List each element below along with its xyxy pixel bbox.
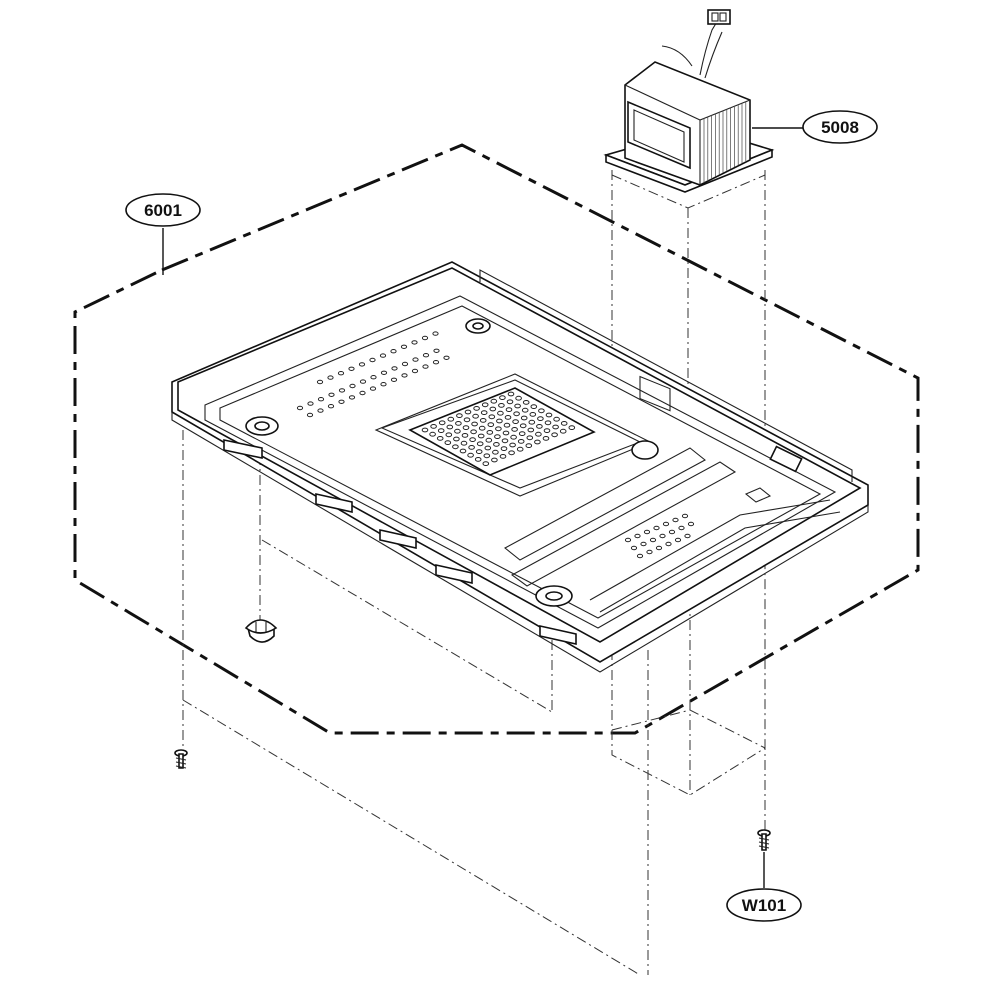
front-tabs xyxy=(223,439,577,645)
callout-w101: W101 xyxy=(726,852,802,922)
callout-w101-label: W101 xyxy=(742,896,786,915)
mounting-bosses xyxy=(245,318,803,607)
base-plate xyxy=(171,261,869,673)
screw-left xyxy=(174,749,188,769)
callout-6001-label: 6001 xyxy=(144,201,182,220)
screw-right xyxy=(757,829,771,851)
callout-5008-label: 5008 xyxy=(821,118,859,137)
callout-6001: 6001 xyxy=(125,193,201,275)
rubber-foot xyxy=(244,619,278,643)
high-voltage-transformer xyxy=(603,9,775,412)
perforations xyxy=(296,331,695,559)
callout-5008: 5008 xyxy=(752,110,878,144)
vent-grille xyxy=(408,387,596,476)
assembly-boundary xyxy=(73,143,920,735)
